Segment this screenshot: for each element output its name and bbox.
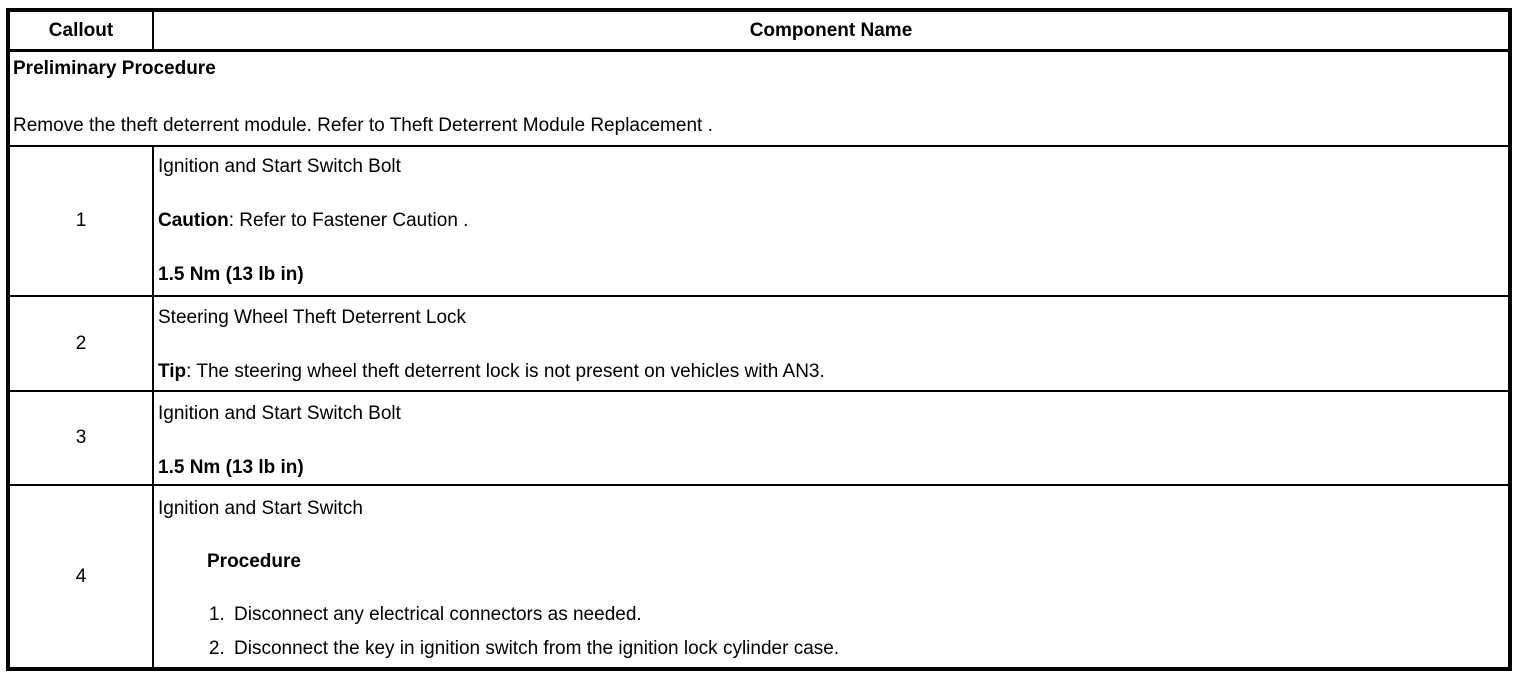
table-row: 2 Steering Wheel Theft Deterrent Lock Ti… [7, 294, 1511, 392]
caution-note: Caution: Refer to Fastener Caution . [158, 209, 1500, 232]
callout-number-4: 4 [7, 483, 154, 670]
component-name: Ignition and Start Switch Bolt [158, 155, 401, 177]
procedure-step: Disconnect any electrical connectors as … [230, 603, 1500, 626]
preliminary-procedure-title: Preliminary Procedure [13, 58, 216, 79]
procedure-steps-list: Disconnect any electrical connectors as … [158, 603, 1500, 660]
component-callout-table: Callout Component Name Preliminary Proce… [6, 8, 1512, 671]
component-name: Ignition and Start Switch [158, 497, 363, 519]
table-header-row: Callout Component Name [7, 9, 1511, 52]
procedure-title: Procedure [207, 550, 301, 572]
preliminary-procedure-row: Preliminary Procedure Remove the theft d… [7, 49, 1511, 147]
tip-note: Tip: The steering wheel theft deterrent … [158, 360, 1500, 383]
tip-label: Tip [158, 360, 187, 382]
preliminary-procedure-cell: Preliminary Procedure Remove the theft d… [7, 49, 1511, 147]
table-row: 4 Ignition and Start Switch Procedure Di… [7, 483, 1511, 670]
component-name: Steering Wheel Theft Deterrent Lock [158, 306, 467, 328]
component-cell-3: Ignition and Start Switch Bolt 1.5 Nm (1… [152, 389, 1511, 486]
component-cell-1: Ignition and Start Switch Bolt Caution: … [152, 144, 1511, 297]
table-row: 3 Ignition and Start Switch Bolt 1.5 Nm … [7, 389, 1511, 486]
callout-number-3: 3 [7, 389, 154, 486]
caution-text: : Refer to Fastener Caution . [228, 209, 469, 231]
torque-spec: 1.5 Nm (13 lb in) [158, 263, 304, 285]
component-cell-4: Ignition and Start Switch Procedure Disc… [152, 483, 1511, 670]
component-name: Ignition and Start Switch Bolt [158, 402, 401, 424]
component-cell-2: Steering Wheel Theft Deterrent Lock Tip:… [152, 294, 1511, 392]
table-row: 1 Ignition and Start Switch Bolt Caution… [7, 144, 1511, 297]
callout-number-1: 1 [7, 144, 154, 297]
callout-number-2: 2 [7, 294, 154, 392]
caution-label: Caution [158, 209, 229, 231]
preliminary-procedure-text: Remove the theft deterrent module. Refer… [13, 115, 713, 136]
procedure-step: Disconnect the key in ignition switch fr… [230, 637, 1500, 660]
tip-text: : The steering wheel theft deterrent loc… [186, 360, 825, 382]
torque-spec: 1.5 Nm (13 lb in) [158, 456, 304, 478]
callout-column-header: Callout [7, 9, 154, 52]
component-name-column-header: Component Name [152, 9, 1511, 52]
